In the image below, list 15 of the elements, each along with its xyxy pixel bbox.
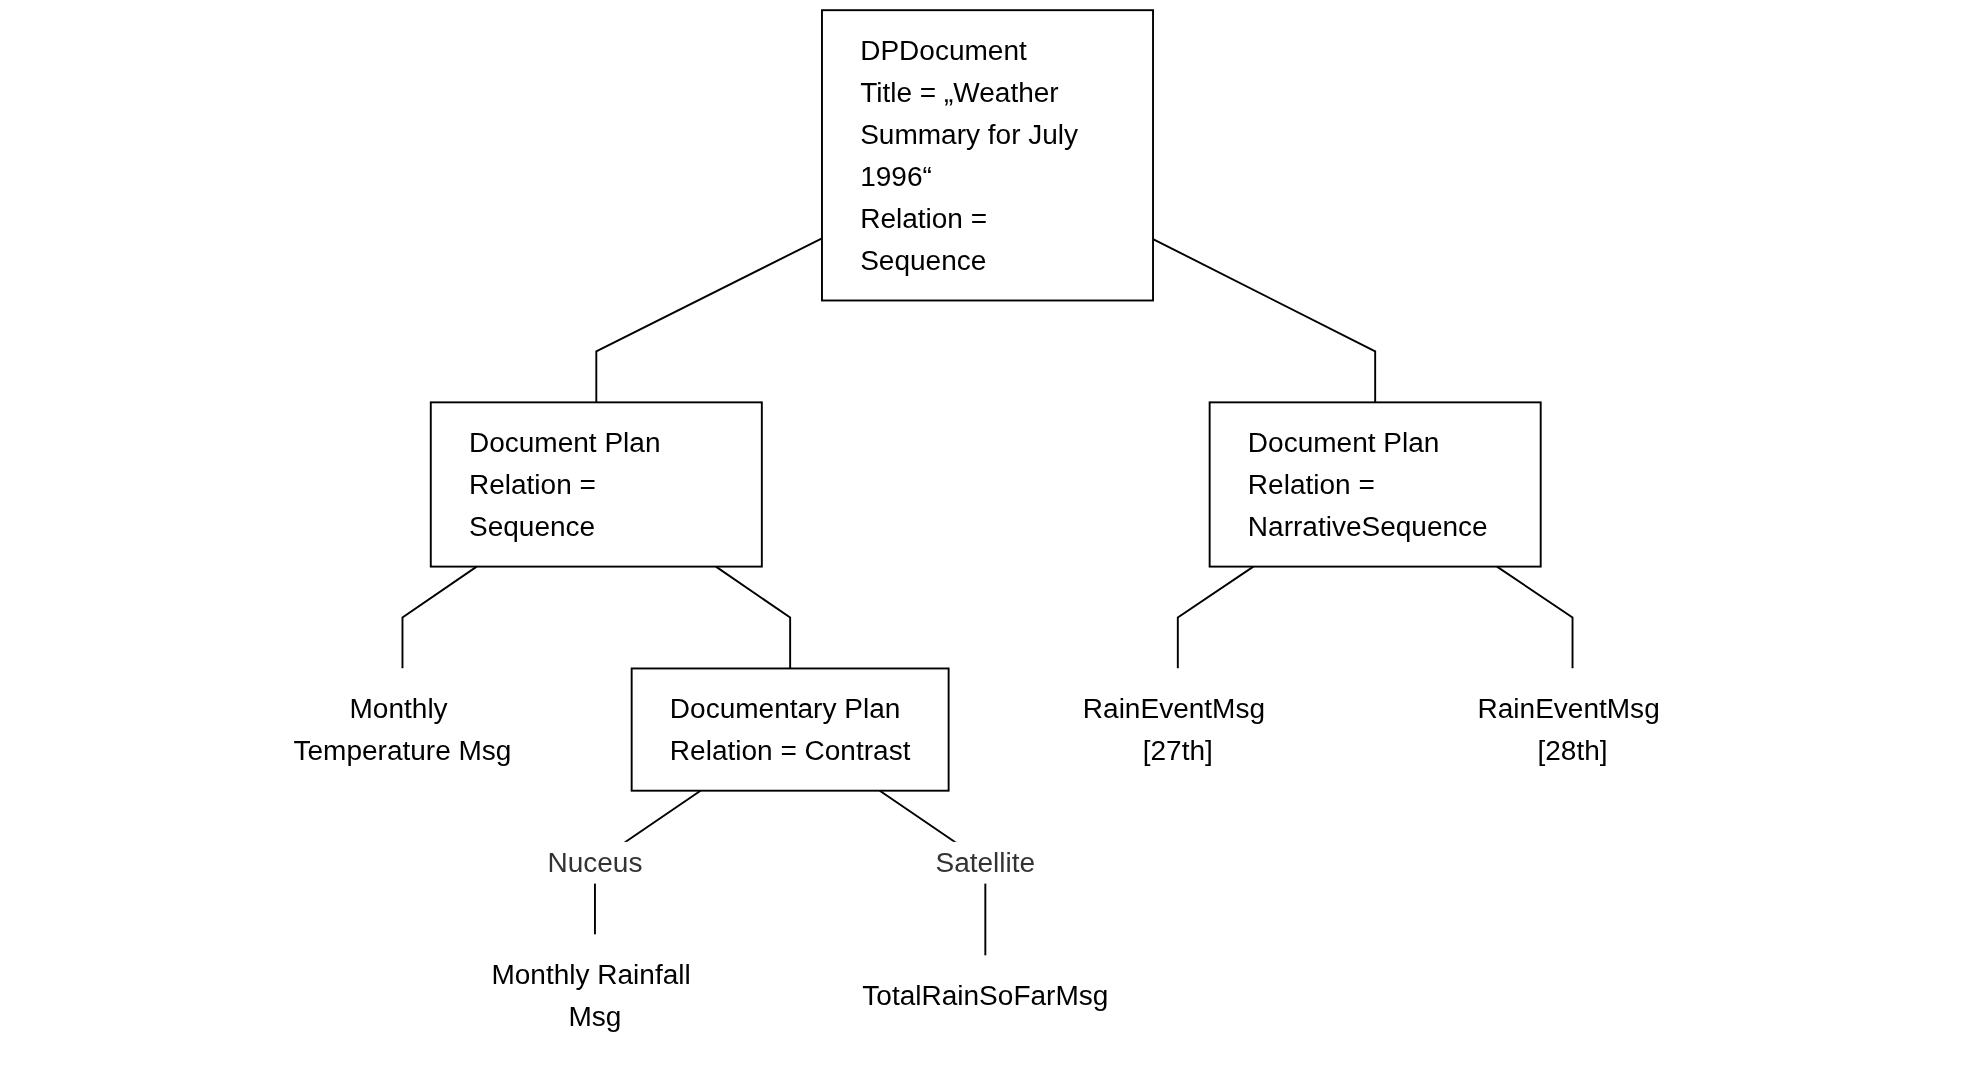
node-text: Monthly Temperature Msg: [293, 692, 512, 767]
node-text: Monthly Rainfall Msg: [491, 958, 691, 1033]
edge-label: Satellite: [935, 846, 1036, 879]
node-box: Documentary Plan Relation = Contrast: [630, 667, 950, 792]
connector: [1176, 565, 1255, 670]
node-box: Document Plan Relation = NarrativeSequence: [1208, 401, 1542, 568]
node-box: Document Plan Relation = Sequence: [429, 401, 763, 568]
node-box: DPDocument Title = „Weather Summary for July 1996“ Relation = Sequence: [821, 9, 1154, 302]
node-text: RainEventMsg [27th]: [1082, 692, 1266, 767]
connector: [401, 565, 478, 670]
node-text: RainEventMsg [28th]: [1477, 692, 1660, 767]
edge-label: Nuceus: [547, 846, 643, 879]
node-text: TotalRainSoFarMsg: [862, 979, 1109, 1012]
connector: [1496, 565, 1574, 670]
connector: [715, 565, 792, 670]
